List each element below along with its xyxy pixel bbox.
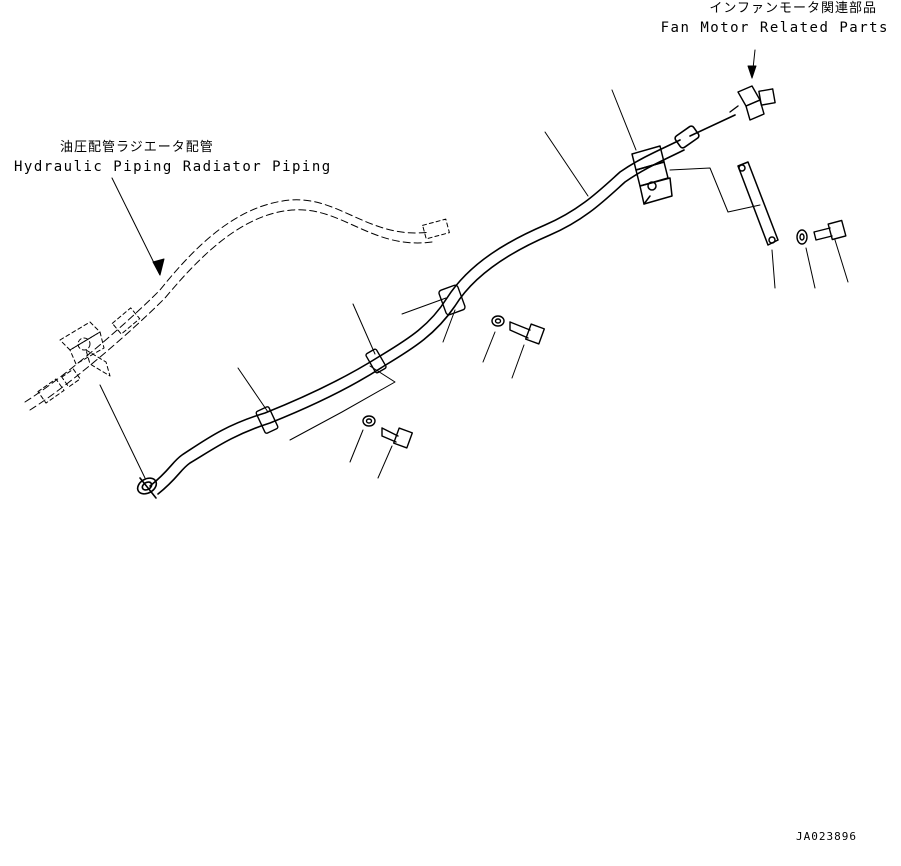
hydraulic-label-jp: 油圧配管ラジエータ配管 — [60, 140, 214, 155]
radiator-hose-phantom — [24, 199, 450, 411]
fan-motor-label-jp: インファンモータ関連部品 — [709, 1, 877, 16]
main-hydraulic-tube — [136, 114, 736, 499]
radiator-flange-phantom — [59, 321, 111, 377]
split-clamp-block — [631, 145, 673, 205]
leader-lines — [99, 49, 849, 479]
drawing-id: JA023896 — [796, 830, 857, 843]
tube-clamps — [255, 284, 466, 434]
support-bracket-plate — [737, 161, 779, 246]
fan-motor-elbow-fitting — [729, 85, 776, 121]
fan-motor-label-en: Fan Motor Related Parts — [660, 20, 889, 36]
fasteners — [362, 219, 847, 449]
hydraulic-label-en: Hydraulic Piping Radiator Piping — [14, 159, 332, 175]
